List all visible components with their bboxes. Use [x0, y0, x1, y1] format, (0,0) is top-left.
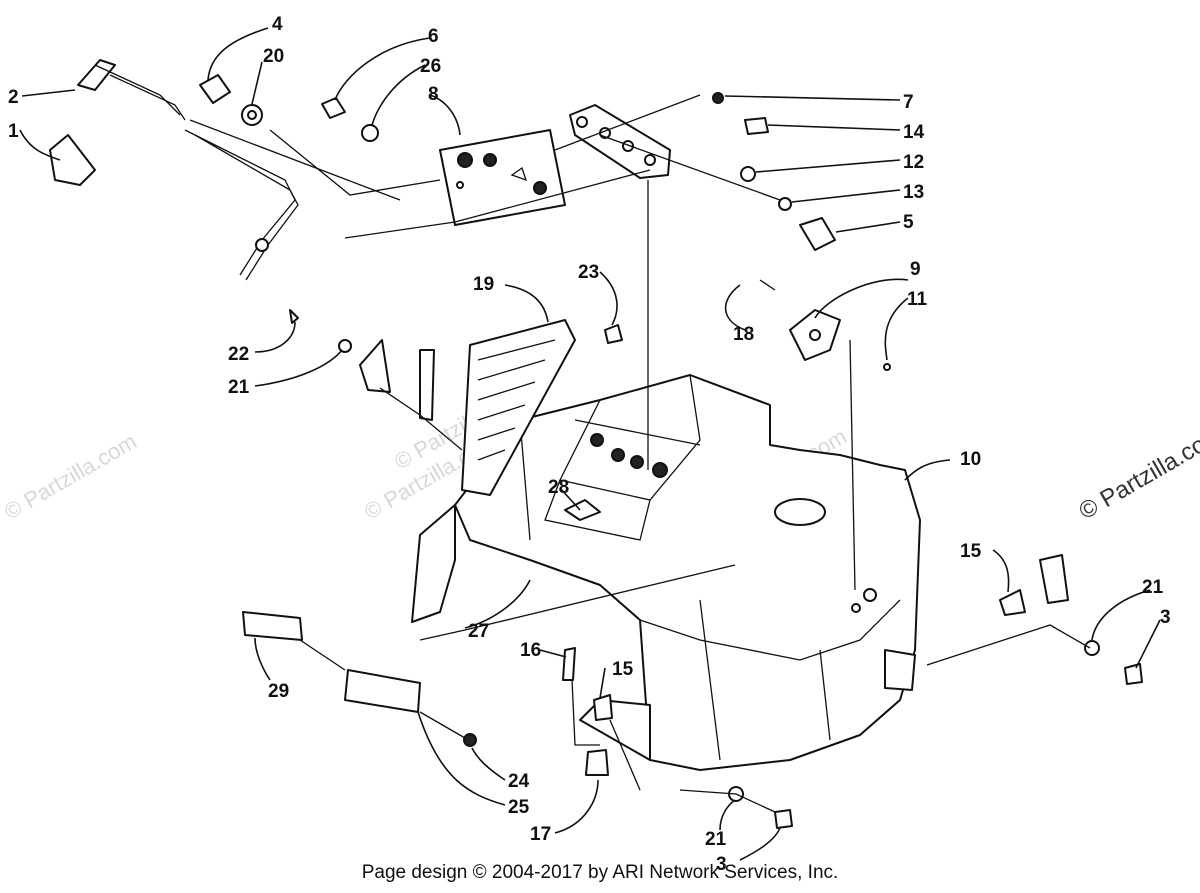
callout-5[interactable]: 5	[903, 212, 914, 233]
callout-8[interactable]: 8	[428, 84, 439, 105]
callout-4[interactable]: 4	[272, 14, 283, 35]
gasket-plate	[569, 104, 671, 179]
callout-18[interactable]: 18	[733, 324, 754, 345]
callout-27[interactable]: 27	[468, 621, 489, 642]
callout-28[interactable]: 28	[548, 477, 569, 498]
callout-3[interactable]: 3	[1160, 607, 1171, 628]
watermark: © Partzilla.com	[0, 429, 141, 525]
callout-12[interactable]: 12	[903, 152, 924, 173]
callout-13[interactable]: 13	[903, 182, 924, 203]
callout-6[interactable]: 6	[428, 26, 439, 47]
callout-1[interactable]: 1	[8, 121, 19, 142]
callout-22[interactable]: 22	[228, 344, 249, 365]
callout-labels: 2 1 4 20 6 26 8 7 14 12 13 5 9 11 18 23 …	[8, 14, 1171, 875]
callout-25[interactable]: 25	[508, 797, 530, 818]
callout-26[interactable]: 26	[420, 56, 441, 77]
callout-21[interactable]: 21	[228, 377, 250, 398]
hardware-parts	[199, 74, 1143, 829]
callout-21[interactable]: 21	[1142, 577, 1164, 598]
callout-23[interactable]: 23	[578, 262, 599, 283]
callout-15[interactable]: 15	[960, 541, 982, 562]
callout-15[interactable]: 15	[612, 659, 634, 680]
callout-17[interactable]: 17	[530, 824, 551, 845]
callout-29[interactable]: 29	[268, 681, 289, 702]
page-footer: Page design © 2004-2017 by ARI Network S…	[361, 862, 839, 883]
callout-20[interactable]: 20	[263, 46, 284, 67]
callout-24[interactable]: 24	[508, 771, 530, 792]
callout-16[interactable]: 16	[520, 640, 541, 661]
choke-cable	[49, 59, 299, 281]
callout-9[interactable]: 9	[910, 259, 921, 280]
dash-plate	[439, 129, 566, 226]
callout-2[interactable]: 2	[8, 87, 19, 108]
louver-grille	[461, 319, 576, 496]
callout-10[interactable]: 10	[960, 449, 981, 470]
callout-19[interactable]: 19	[473, 274, 494, 295]
hood-panel	[411, 374, 921, 771]
callout-14[interactable]: 14	[903, 122, 925, 143]
callout-11[interactable]: 11	[907, 289, 928, 310]
watermark-edge: © Partzilla.co	[1075, 431, 1200, 525]
callout-21[interactable]: 21	[705, 829, 727, 850]
callout-3[interactable]: 3	[716, 854, 727, 875]
callout-7[interactable]: 7	[903, 92, 914, 113]
leader-lines	[19, 27, 1161, 861]
